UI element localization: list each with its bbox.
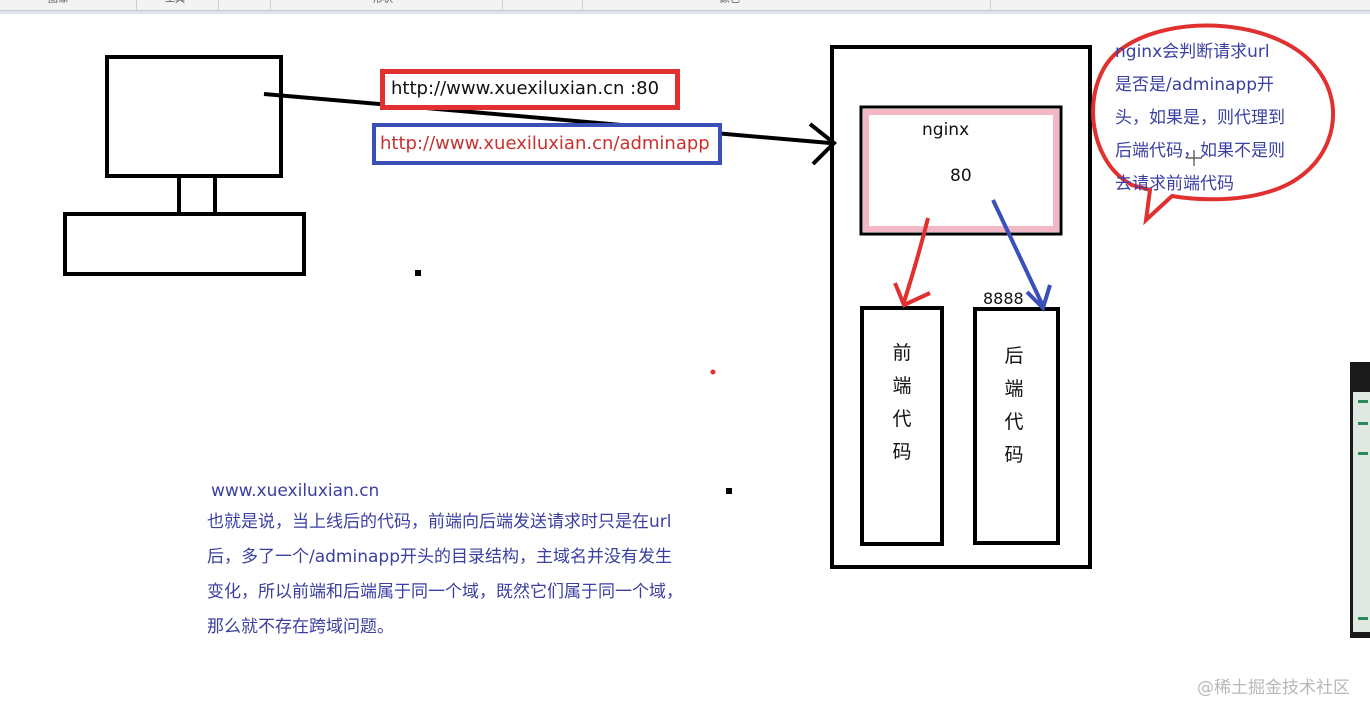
request-arrow — [263, 92, 831, 145]
nginx-box — [859, 105, 1063, 236]
backend-char: 端 — [1004, 378, 1024, 400]
monitor-stand — [177, 174, 217, 216]
stray-dot — [726, 488, 732, 494]
backend-char: 后 — [1004, 345, 1024, 367]
frontend-char: 前 — [892, 342, 912, 364]
backend-route-arrow-head — [1025, 284, 1052, 312]
frontend-box — [860, 306, 944, 546]
side-window-thumbnail[interactable] — [1350, 362, 1370, 638]
ribbon-divider — [136, 0, 137, 10]
ribbon-tab-tools[interactable]: 工具 — [165, 0, 185, 6]
backend-box — [973, 307, 1060, 545]
backend-char: 码 — [1004, 444, 1024, 466]
frontend-route-arrow — [902, 217, 930, 303]
stray-dot — [710, 369, 716, 375]
frontend-label: 前 端 代 码 — [889, 337, 915, 469]
explanation-domain: www.xuexiluxian.cn — [211, 481, 380, 501]
url-adminapp-text: http://www.xuexiluxian.cn/adminapp — [380, 133, 710, 154]
nginx-label: nginx — [922, 120, 970, 140]
crosshair-cursor-icon — [1186, 150, 1202, 166]
frontend-char: 端 — [892, 375, 912, 397]
ribbon-divider — [582, 0, 583, 10]
backend-char: 代 — [1004, 411, 1024, 433]
ribbon-divider — [270, 0, 271, 10]
explanation-line: 变化，所以前端和后端属于同一个域，既然它们属于同一个域， — [207, 582, 683, 602]
ribbon-bottom-bar — [0, 11, 1370, 14]
ribbon-divider — [218, 0, 219, 10]
bubble-line: nginx会判断请求url — [1115, 42, 1270, 62]
nginx-box-highlight — [863, 109, 1059, 232]
ribbon-divider — [990, 0, 991, 10]
ribbon-strip: 图像 工具 形状 颜色 — [0, 0, 1370, 11]
ribbon-tab-image[interactable]: 图像 — [48, 0, 68, 6]
ribbon-divider — [502, 0, 503, 10]
url-adminapp-box: http://www.xuexiluxian.cn/adminapp — [372, 123, 722, 165]
watermark-text: @稀土掘金技术社区 — [1197, 678, 1350, 698]
frontend-char: 代 — [892, 408, 912, 430]
bubble-line: 是否是/adminapp开 — [1115, 75, 1274, 95]
server-box — [830, 45, 1092, 569]
bubble-note: nginx会判断请求url 是否是/adminapp开 头，如果是，则代理到 后… — [1115, 36, 1325, 201]
monitor-icon — [105, 55, 283, 178]
frontend-char: 码 — [892, 441, 912, 463]
backend-route-arrow — [991, 199, 1045, 307]
url-port-text: http://www.xuexiluxian.cn :80 — [391, 78, 660, 99]
explanation-line: 后，多了一个/adminapp开头的目录结构，主域名并没有发生 — [207, 547, 672, 567]
bubble-line: 头，如果是，则代理到 — [1115, 108, 1285, 128]
bubble-line: 去请求前端代码 — [1115, 174, 1234, 194]
ribbon-tab-shapes[interactable]: 形状 — [373, 0, 393, 6]
nginx-port-label: 80 — [950, 166, 972, 186]
thumbnail-mark — [1358, 422, 1368, 425]
url-port-box: http://www.xuexiluxian.cn :80 — [380, 69, 680, 110]
backend-label: 后 端 代 码 — [1001, 340, 1027, 472]
speech-bubble — [1091, 23, 1335, 226]
thumbnail-content — [1353, 392, 1370, 632]
thumbnail-mark — [1358, 617, 1368, 620]
explanation-line: 也就是说，当上线后的代码，前端向后端发送请求时只是在url — [207, 512, 672, 532]
thumbnail-mark — [1358, 400, 1368, 403]
explanation-line: 那么就不存在跨域问题。 — [207, 617, 394, 637]
bubble-line: 后端代码，如果不是则 — [1115, 141, 1285, 161]
backend-port-label: 8888 — [983, 289, 1024, 308]
explanation-text: www.xuexiluxian.cn 也就是说，当上线后的代码，前端向后端发送请… — [207, 477, 747, 645]
ribbon-tab-colors[interactable]: 颜色 — [720, 0, 740, 6]
computer-base — [63, 212, 306, 276]
frontend-route-arrow-head — [893, 282, 931, 308]
thumbnail-mark — [1358, 452, 1368, 455]
stray-dot — [415, 270, 421, 276]
